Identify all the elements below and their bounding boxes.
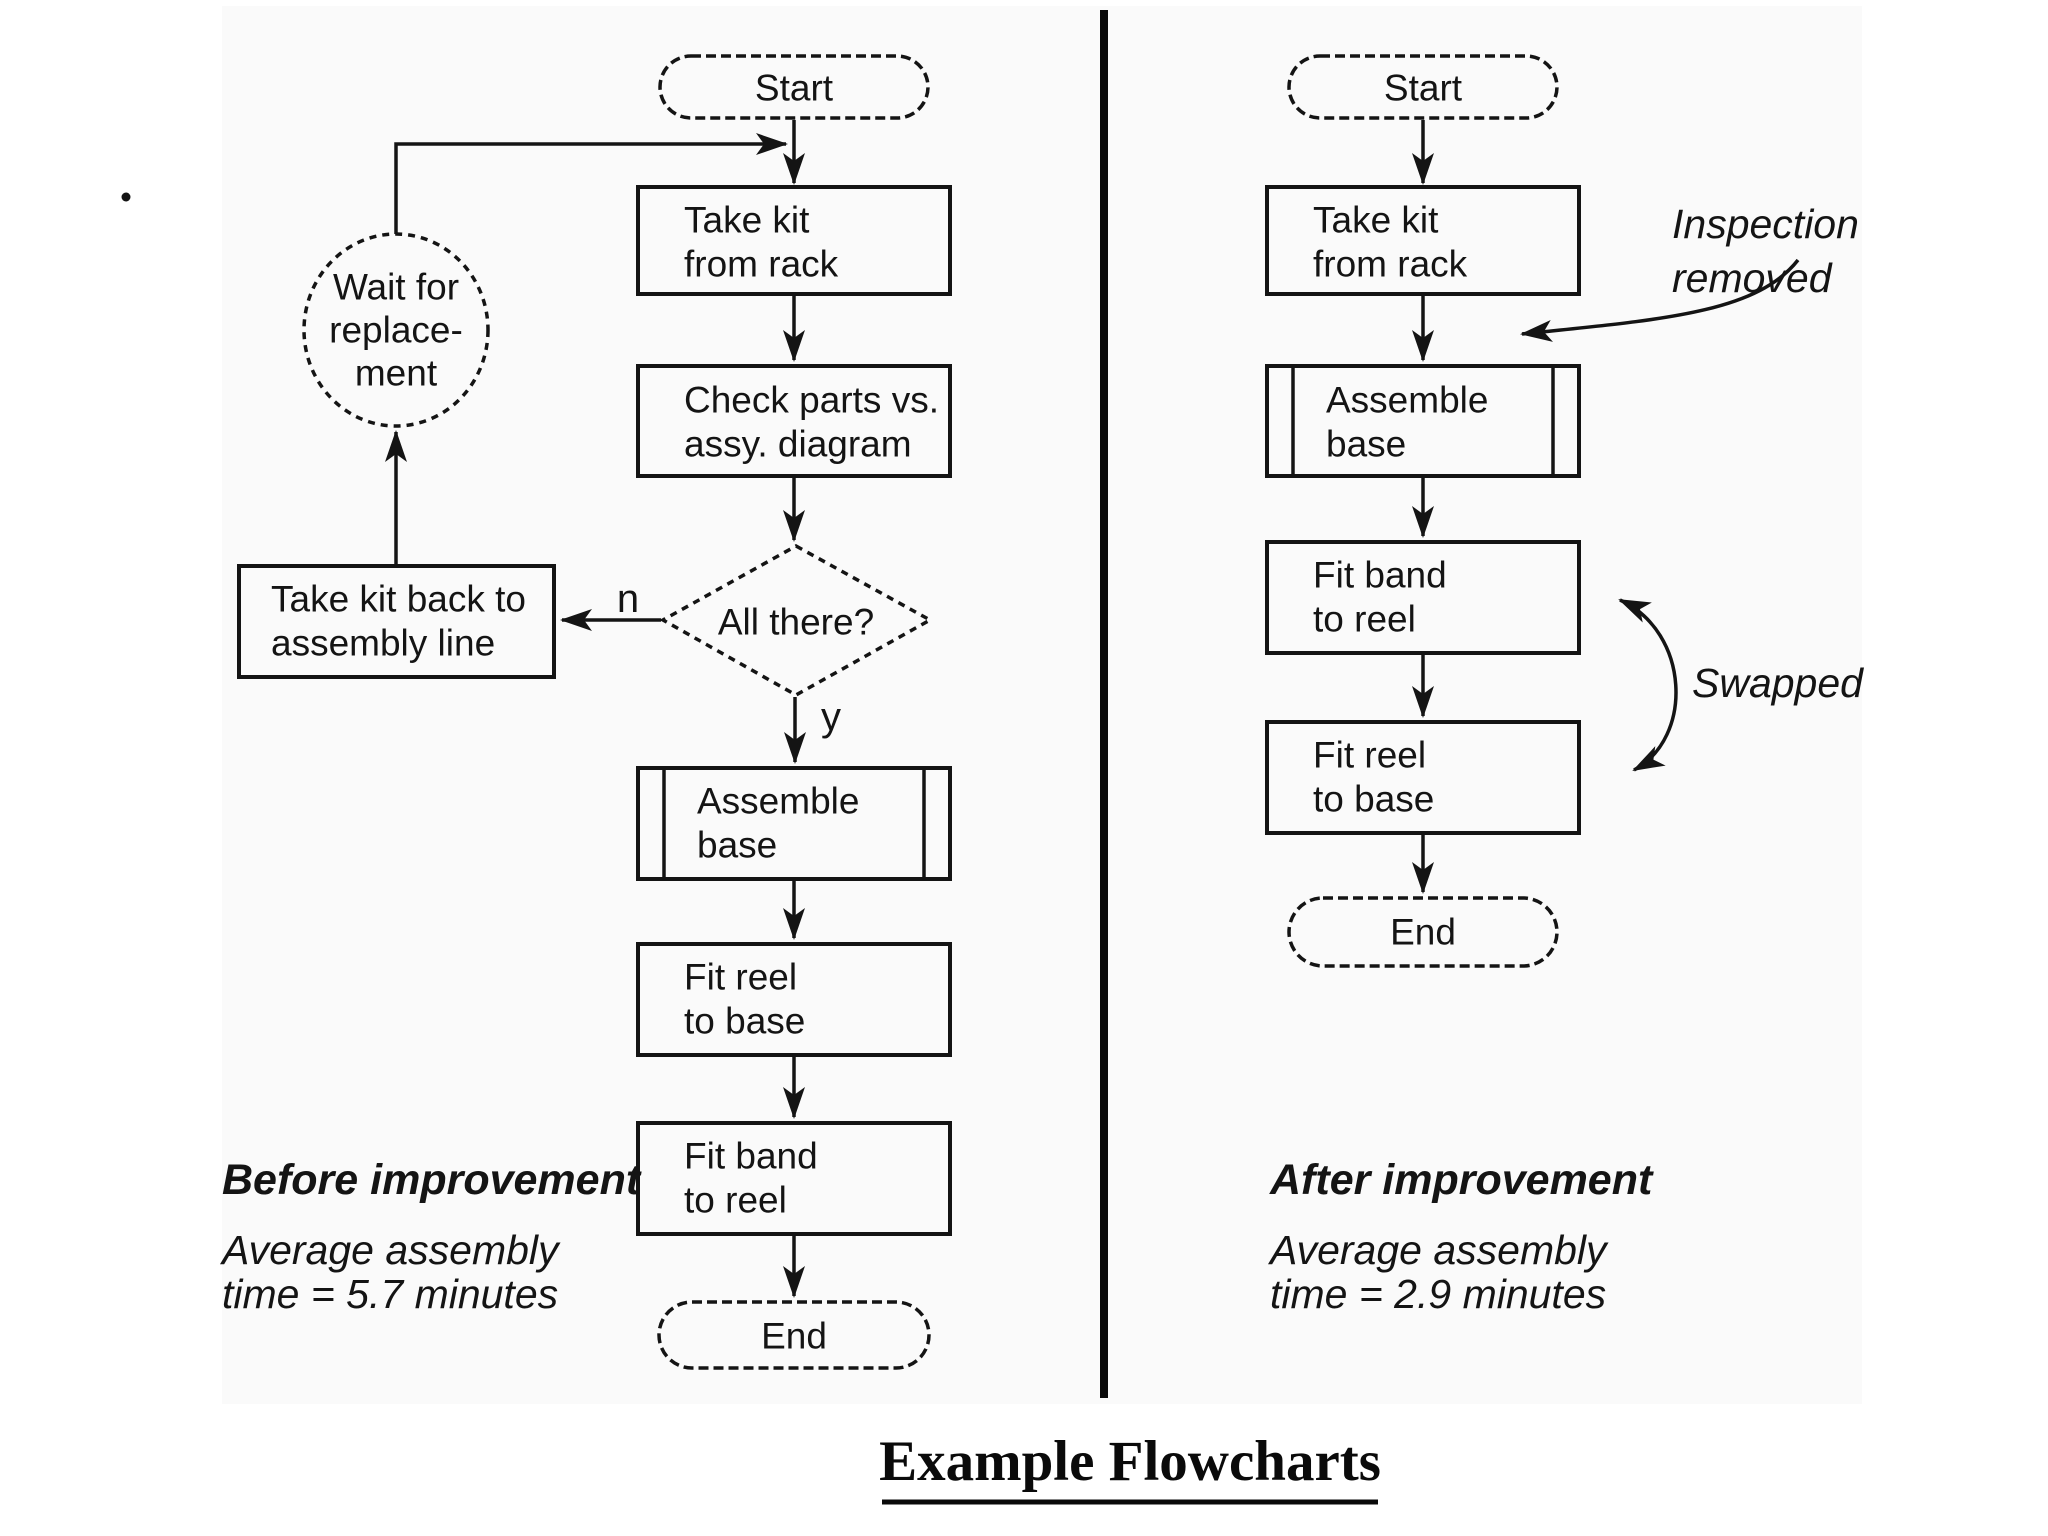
take-kit-node-r: Take kit from rack [1265, 185, 1581, 296]
wait-replacement-node: Wait for replace- ment [302, 232, 490, 428]
fit-band-node-r: Fit band to reel [1265, 540, 1581, 655]
before-avg-line2: time = 5.7 minutes [222, 1271, 558, 1317]
branch-label-yes: y [821, 695, 841, 739]
take-kit-label-line2-r: from rack [1313, 244, 1468, 285]
assemble-base-node: Assemble base [636, 766, 952, 881]
right-flowchart: Start Take kit from rack Assemble base F… [1265, 54, 1864, 1317]
start-label-r: Start [1384, 68, 1463, 109]
scan-region [222, 6, 1862, 1404]
start-node: Start [658, 54, 930, 120]
end-node-r: End [1287, 896, 1559, 968]
end-label: End [761, 1316, 827, 1357]
assemble-base-node-r: Assemble base [1265, 364, 1581, 478]
branch-label-no: n [617, 577, 639, 621]
fit-band-label-line1-r: Fit band [1313, 555, 1447, 596]
fit-reel-label-line2-r: to base [1313, 779, 1434, 820]
wait-label-line3: ment [355, 353, 438, 394]
fit-band-label-line2-r: to reel [1313, 599, 1416, 640]
fit-reel-label-line2: to base [684, 1001, 805, 1042]
fit-reel-label-line1: Fit reel [684, 957, 797, 998]
inspection-label-line1: Inspection [1672, 201, 1859, 247]
fit-band-label-line1: Fit band [684, 1136, 818, 1177]
check-parts-node: Check parts vs. assy. diagram [636, 364, 952, 478]
connector-wait-to-junction [394, 133, 788, 234]
assemble-label-line2-r: base [1326, 424, 1406, 465]
check-parts-label-line2: assy. diagram [684, 424, 912, 465]
wait-label-line2: replace- [329, 310, 463, 351]
fit-reel-node-r: Fit reel to base [1265, 720, 1581, 835]
page-title: Example Flowcharts [879, 1430, 1381, 1505]
swapped-curved-arrow [1618, 598, 1678, 772]
all-there-decision-node: All there? [659, 543, 934, 698]
assemble-label-line1: Assemble [697, 781, 859, 822]
take-kit-node: Take kit from rack [636, 185, 952, 296]
page-title-text: Example Flowcharts [879, 1430, 1381, 1493]
inspection-removed-annotation: Inspection removed [1520, 201, 1859, 342]
after-avg-line2: time = 2.9 minutes [1270, 1271, 1606, 1317]
assemble-label-line1-r: Assemble [1326, 380, 1488, 421]
assemble-label-line2: base [697, 825, 777, 866]
stray-dot [121, 192, 131, 202]
before-improvement-caption: Before improvement [222, 1156, 642, 1204]
swapped-label: Swapped [1692, 660, 1864, 706]
take-back-label-line1: Take kit back to [271, 579, 526, 620]
after-avg-line1: Average assembly [1267, 1227, 1609, 1273]
take-kit-label-line1-r: Take kit [1313, 200, 1439, 241]
end-node: End [657, 1300, 931, 1370]
fit-reel-node: Fit reel to base [636, 942, 952, 1057]
before-avg-line1: Average assembly [219, 1227, 561, 1273]
swapped-annotation: Swapped [1618, 598, 1864, 772]
take-kit-label-line1: Take kit [684, 200, 810, 241]
start-label: Start [755, 68, 834, 109]
take-back-label-line2: assembly line [271, 623, 495, 664]
take-back-node: Take kit back to assembly line [237, 564, 556, 679]
after-improvement-caption: After improvement [1269, 1156, 1654, 1204]
fit-band-label-line2: to reel [684, 1180, 787, 1221]
left-flowchart: Start Take kit from rack Check parts vs.… [219, 54, 952, 1370]
take-kit-label-line2: from rack [684, 244, 839, 285]
check-parts-label-line1: Check parts vs. [684, 380, 939, 421]
start-node-r: Start [1287, 54, 1559, 120]
fit-band-node: Fit band to reel [636, 1121, 952, 1236]
fit-reel-label-line1-r: Fit reel [1313, 735, 1426, 776]
wait-label-line1: Wait for [333, 267, 459, 308]
end-label-r: End [1390, 912, 1456, 953]
inspection-curved-arrow [1520, 258, 1800, 342]
all-there-label: All there? [718, 602, 874, 643]
